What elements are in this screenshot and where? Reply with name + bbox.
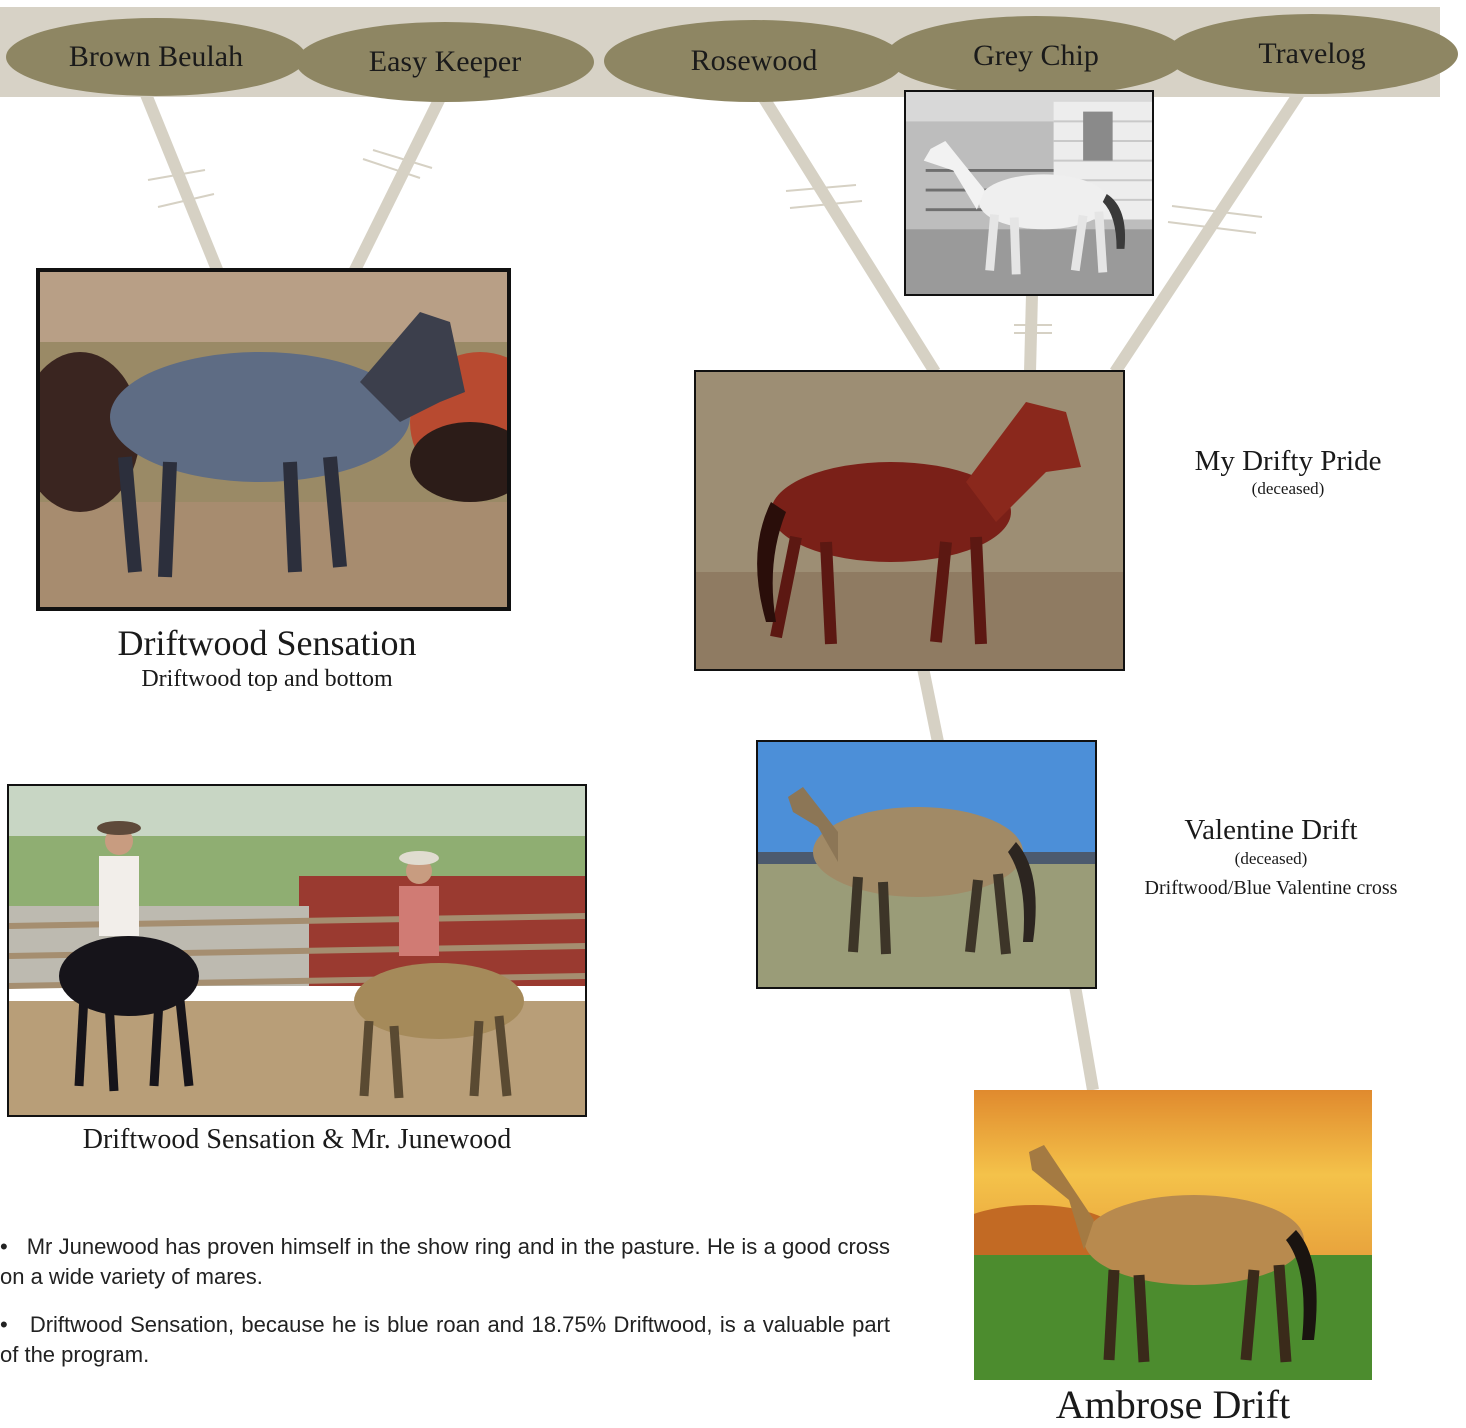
my-drifty-pride-name: My Drifty Pride [1194, 445, 1382, 477]
ancestor-oval-easy-keeper: Easy Keeper [296, 22, 594, 102]
arena-photo-caption: Driftwood Sensation & Mr. Junewood [82, 1124, 512, 1155]
valentine-drift-caption: Valentine Drift (deceased) Driftwood/Blu… [1108, 813, 1434, 905]
bullet-junewood: • Mr Junewood has proven himself in the … [0, 1232, 890, 1292]
my-drifty-pride-photo [694, 370, 1125, 671]
ancestor-oval-travelog: Travelog [1166, 14, 1458, 94]
bullet-sensation-text: Driftwood Sensation, because he is blue … [0, 1312, 890, 1367]
bullet-marker: • [0, 1312, 8, 1337]
valentine-drift-note: Driftwood/Blue Valentine cross [1144, 877, 1398, 899]
driftwood-sensation-note: Driftwood top and bottom [141, 666, 393, 692]
my-drifty-pride-caption: My Drifty Pride (deceased) [1148, 444, 1428, 500]
ancestor-oval-brown-beulah: Brown Beulah [6, 18, 306, 96]
bullet-sensation: • Driftwood Sensation, because he is blu… [0, 1310, 890, 1370]
valentine-drift-photo [756, 740, 1097, 989]
driftwood-sensation-name: Driftwood Sensation [117, 623, 417, 663]
ambrose-drift-photo [974, 1090, 1372, 1380]
arena-riders-photo [7, 784, 587, 1117]
ancestor-oval-rosewood: Rosewood [604, 20, 904, 102]
driftwood-sensation-caption: Driftwood Sensation Driftwood top and bo… [36, 622, 498, 694]
driftwood-sensation-photo [36, 268, 511, 611]
bullet-marker: • [0, 1234, 8, 1259]
bullet-junewood-text: Mr Junewood has proven himself in the sh… [0, 1234, 890, 1289]
program-notes: • Mr Junewood has proven himself in the … [0, 1232, 890, 1388]
my-drifty-pride-status: (deceased) [1251, 479, 1325, 498]
ambrose-drift-name: Ambrose Drift [1055, 1382, 1291, 1427]
ancestor-oval-grey-chip: Grey Chip [886, 16, 1186, 96]
grey-chip-photo [904, 90, 1154, 296]
valentine-drift-status: (deceased) [1234, 849, 1308, 868]
valentine-drift-name: Valentine Drift [1184, 814, 1358, 846]
